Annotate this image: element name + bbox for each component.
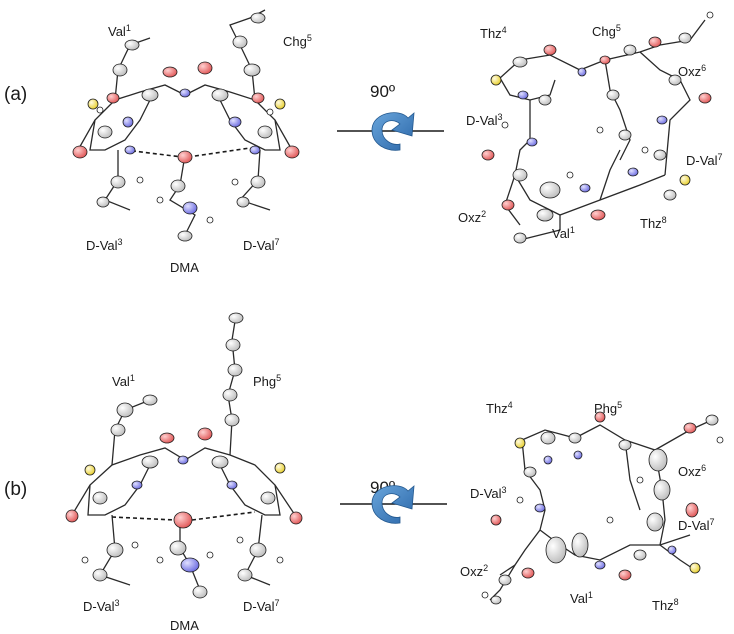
panel-a: (a)	[4, 9, 723, 275]
label-oxz6: Oxz6	[678, 63, 706, 79]
panel-a-right-labels: Thz4 Chg5 Oxz6 D-Val3 D-Val7 Oxz2 Val1 T…	[458, 23, 723, 241]
label-thz8: Thz8	[640, 215, 667, 231]
label-dval7-side-b: D-Val7	[678, 517, 715, 533]
panel-b-right-labels: Thz4 Phg5 Oxz6 D-Val3 D-Val7 Oxz2 Val1 T…	[460, 400, 715, 613]
label-thz8-b: Thz8	[652, 597, 679, 613]
label-dval3-side-b: D-Val3	[470, 485, 507, 501]
label-val1: Val1	[108, 23, 131, 39]
panel-a-tag: (a)	[4, 84, 27, 105]
label-val1-side-b: Val1	[570, 590, 593, 606]
panel-a-front-view-molecule	[72, 9, 300, 242]
panel-a-left-labels: Val1 Chg5 D-Val3 D-Val7 DMA	[86, 23, 312, 275]
label-dval3-side: D-Val3	[466, 112, 503, 128]
rotation-arrow-icon-b	[371, 485, 415, 524]
panel-b-front-view-molecule	[65, 312, 303, 599]
label-oxz6-b: Oxz6	[678, 463, 706, 479]
panel-b: (b)	[4, 312, 724, 633]
label-oxz2: Oxz2	[458, 209, 486, 225]
panel-b-tag: (b)	[4, 479, 27, 500]
label-val1-side: Val1	[552, 225, 575, 241]
rotation-angle-label: 90º	[370, 82, 395, 101]
label-dval3: D-Val3	[86, 237, 123, 253]
label-dma-b: DMA	[170, 618, 199, 633]
label-dval3-b: D-Val3	[83, 598, 120, 614]
label-dval7-side: D-Val7	[686, 152, 723, 168]
panel-a-rotation-symbol: 90º	[337, 82, 444, 151]
label-val1-b: Val1	[112, 373, 135, 389]
label-chg5: Chg5	[283, 33, 312, 49]
label-dval7-b: D-Val7	[243, 598, 280, 614]
label-chg5-side: Chg5	[592, 23, 621, 39]
label-dma: DMA	[170, 260, 199, 275]
label-oxz2-b: Oxz2	[460, 563, 488, 579]
label-phg5-side: Phg5	[594, 400, 622, 416]
panel-b-rotation-symbol: 90º	[340, 478, 447, 524]
panel-b-side-view-molecule	[481, 411, 724, 605]
label-thz4-b: Thz4	[486, 400, 513, 416]
label-dval7: D-Val7	[243, 237, 280, 253]
panel-a-side-view-molecule	[481, 11, 714, 244]
label-thz4: Thz4	[480, 25, 507, 41]
panel-b-left-labels: Val1 Phg5 D-Val3 D-Val7 DMA	[83, 373, 281, 633]
rotation-arrow-icon	[371, 112, 415, 151]
label-phg5: Phg5	[253, 373, 281, 389]
